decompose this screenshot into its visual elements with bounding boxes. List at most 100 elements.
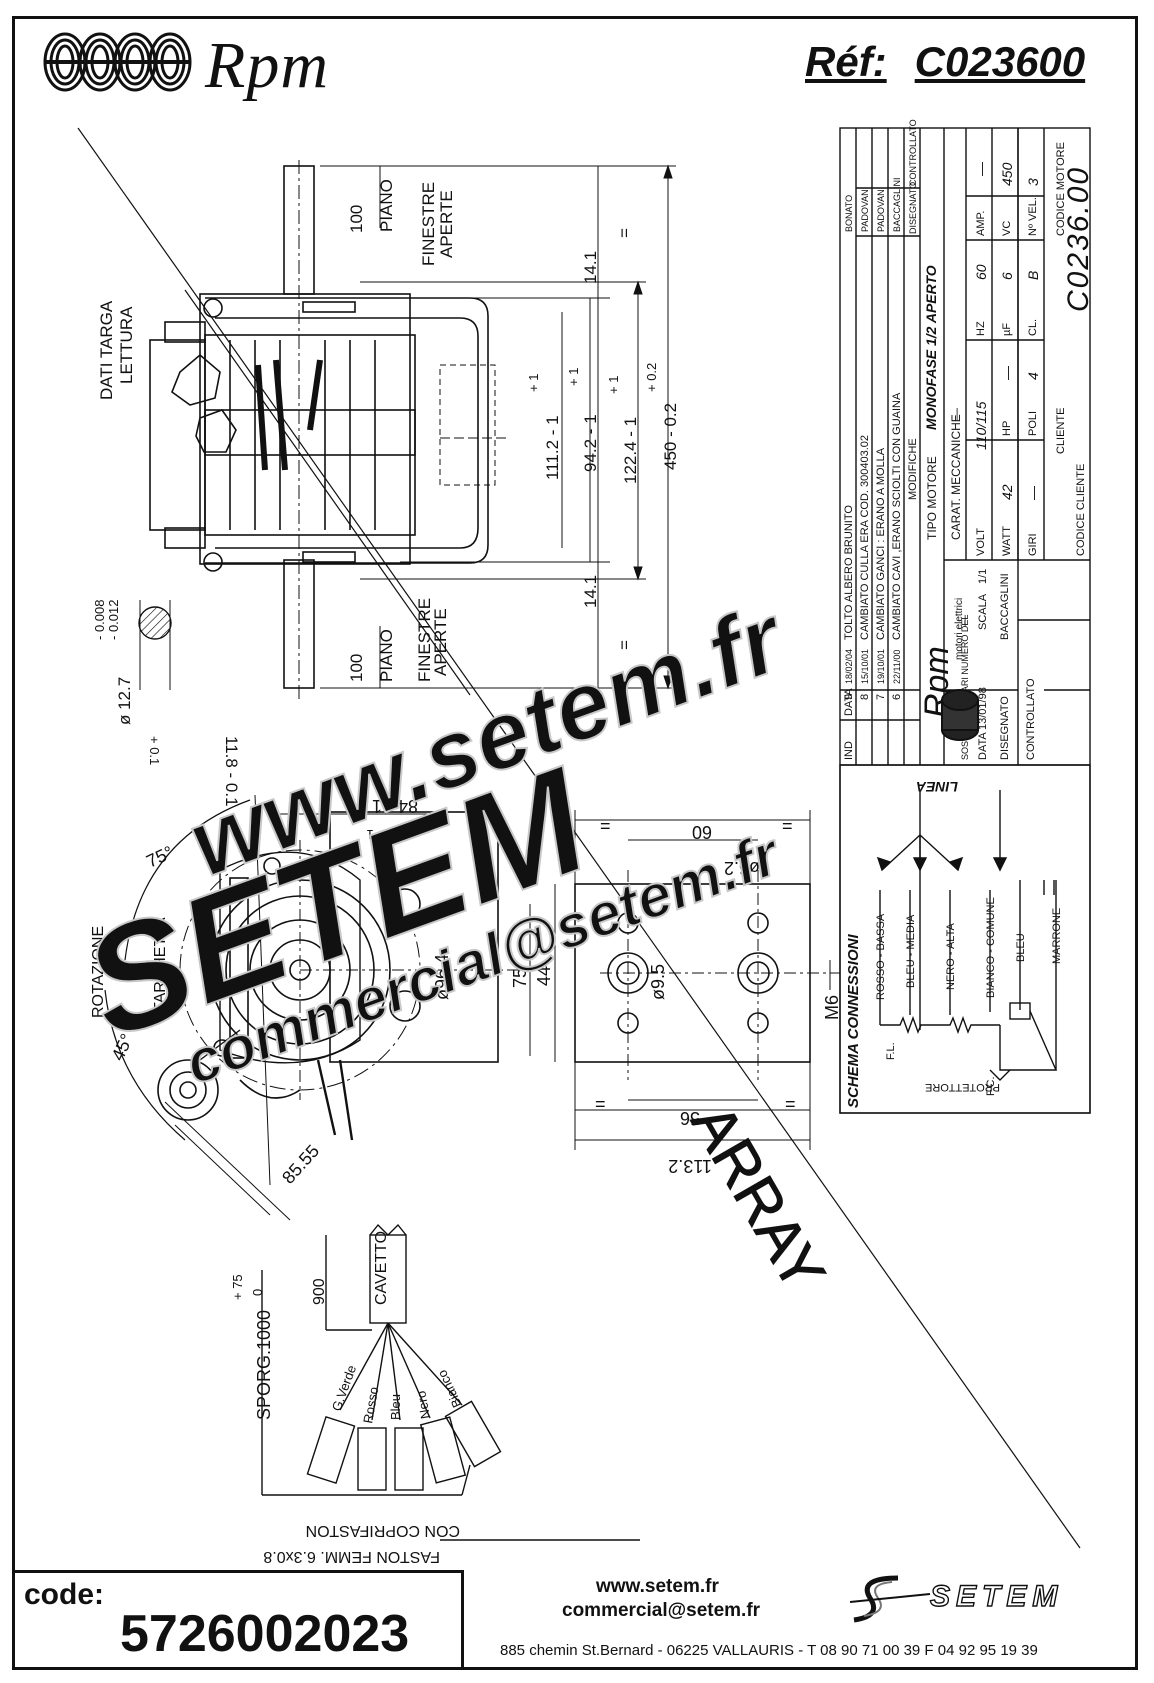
giri-value: — bbox=[1025, 486, 1041, 500]
label-finestre-top: FINESTRE bbox=[419, 182, 438, 266]
schema-wire-nero: NERO - ALTA bbox=[945, 923, 957, 990]
hp-label: HP bbox=[1001, 421, 1013, 436]
col-disegnato: DISEGNATO bbox=[908, 182, 918, 234]
reference: Réf:C023600 bbox=[805, 38, 1085, 86]
shaft-flat-tol: + 0.1 bbox=[147, 736, 162, 765]
rev-6-date: 22/11/00 bbox=[892, 650, 902, 684]
shaft-tol-2: - 0.012 bbox=[106, 600, 121, 640]
dim-94-2: 94.2 - 1 bbox=[581, 414, 600, 472]
setem-logo-word: SETEM bbox=[929, 1579, 1064, 1613]
dim-900: 900 bbox=[311, 1278, 328, 1305]
dim-84-tol: + 1 bbox=[367, 827, 385, 842]
diagonal-line-2 bbox=[184, 289, 471, 696]
schema-text: SCHEMA CONNESSIONI LINEA ROSSO - BASSA B… bbox=[845, 779, 1063, 1108]
eq-side-2: = bbox=[782, 816, 793, 836]
giri-label: GIRI bbox=[1027, 533, 1039, 556]
watt-value: 42 bbox=[999, 484, 1015, 500]
uf-value: 6 bbox=[999, 272, 1015, 280]
label-piano-bottom: PIANO bbox=[377, 629, 396, 682]
hz-label: HZ bbox=[975, 321, 987, 336]
wire-bleu: Bleu bbox=[388, 1394, 403, 1420]
hz-value: 60 bbox=[973, 264, 989, 280]
col-data: DATA bbox=[843, 688, 855, 716]
rev-9-ind: 9 bbox=[843, 694, 855, 700]
shaft-tol-1: - 0.008 bbox=[92, 600, 107, 640]
code-value: 5726002023 bbox=[120, 1605, 410, 1663]
label-aperte-top: APERTE bbox=[437, 190, 456, 258]
ref-label: Réf: bbox=[805, 38, 887, 85]
eq-top: = bbox=[615, 228, 634, 238]
schema-wire-bleu-media: BLEU - MEDIA bbox=[905, 914, 917, 988]
codice-cliente-label: CODICE CLIENTE bbox=[1075, 464, 1087, 556]
label-lettura: LETTURA bbox=[117, 306, 136, 384]
poli-value: 4 bbox=[1025, 372, 1041, 380]
dim-100-bottom: 100 bbox=[347, 654, 366, 682]
dim-sporg: SPORG.1000 bbox=[254, 1310, 274, 1420]
rev-6-by: BACCAGLINI bbox=[892, 177, 902, 232]
amp-value: — bbox=[973, 162, 989, 176]
schema-title: SCHEMA CONNESSIONI bbox=[845, 934, 862, 1108]
disegnato-value: BACCAGLINI bbox=[999, 573, 1011, 640]
poli-label: POLI bbox=[1027, 411, 1039, 436]
title-block-grid bbox=[839, 127, 1091, 1114]
dim-100-top: 100 bbox=[347, 205, 366, 233]
col-controllato: CONTROLLATO bbox=[908, 119, 918, 186]
codice-motore-label: CODICE MOTORE bbox=[1055, 142, 1067, 236]
angle-75: 75° bbox=[143, 842, 176, 872]
rev-9-date: 18/02/04 bbox=[844, 649, 854, 684]
dim-122-4-tol: + 1 bbox=[606, 376, 621, 394]
volt-label: VOLT bbox=[975, 528, 987, 556]
schema-grid bbox=[839, 764, 1091, 1114]
top-view-labels: 100 PIANO FINESTRE APERTE DATI TARGA LET… bbox=[92, 179, 680, 806]
code-label: code: bbox=[24, 1578, 105, 1611]
volt-value: 110/115 bbox=[973, 401, 989, 450]
dim-56: 56 bbox=[680, 1108, 700, 1128]
wire-rosso: Rosso bbox=[360, 1386, 381, 1425]
col-modifiche: MODIFICHE bbox=[907, 438, 919, 500]
data-label: DATA bbox=[977, 732, 989, 760]
carat-value: — bbox=[949, 408, 963, 420]
scala-label: SCALA bbox=[977, 593, 989, 630]
dim-75: 75 bbox=[510, 968, 530, 988]
label-finestre-bottom: FINESTRE bbox=[415, 598, 434, 682]
eq-bottom: = bbox=[615, 640, 634, 650]
cl-value: B bbox=[1025, 271, 1041, 280]
title-coil-logo bbox=[941, 689, 979, 741]
eq-side-4: = bbox=[785, 1094, 796, 1114]
rev-8-ind: 8 bbox=[859, 694, 871, 700]
schema-wire-marrone: MARRONE bbox=[1051, 908, 1063, 964]
schema-wire-rosso: ROSSO - BASSA bbox=[875, 913, 887, 1000]
shaft-section bbox=[138, 600, 172, 690]
sostituisce-label: SOSTITUISCE PARI NUMERO DEL bbox=[960, 615, 970, 760]
label-rotazione: ROTAZIONE bbox=[90, 926, 107, 1018]
tipo-motore-value: MONOFASE 1/2 APERTO bbox=[923, 265, 939, 430]
rev-7-by: PADOVANI bbox=[876, 187, 886, 232]
label-coprifaston: CON COPRIFASTON bbox=[306, 1522, 460, 1539]
email-link[interactable]: commercial@setem.fr bbox=[562, 1600, 761, 1621]
amp-label: AMP. bbox=[975, 211, 987, 236]
schema-wire-bianco: BIANCO - COMUNE bbox=[985, 897, 997, 998]
schema-wire-bleu: BLEU bbox=[1015, 933, 1027, 962]
dim-122-4: 122.4 - 1 bbox=[621, 417, 640, 484]
setem-logo bbox=[850, 1575, 931, 1623]
website-link[interactable]: www.setem.fr bbox=[596, 1576, 719, 1597]
top-view-dimensions bbox=[320, 164, 676, 690]
rev-8-by: PADOVANI bbox=[860, 187, 870, 232]
schema-fl: F.L. bbox=[885, 1042, 897, 1060]
controllato-label: CONTROLLATO bbox=[1025, 678, 1037, 760]
rev-9-by: BONATO bbox=[844, 195, 854, 232]
rpm-coil-logo bbox=[43, 32, 192, 92]
dim-113-2: 113.2 bbox=[668, 1156, 712, 1176]
vc-label: VC bbox=[1001, 221, 1013, 236]
side-view-dimensions bbox=[574, 810, 831, 1150]
dim-94-2-tol: + 1 bbox=[566, 368, 581, 386]
dim-111-2-tol: + 1 bbox=[526, 374, 541, 392]
brand-name: Rpm bbox=[205, 29, 329, 102]
vel-value: 3 bbox=[1025, 178, 1041, 186]
watt-label: WATT bbox=[1001, 526, 1013, 556]
dim-14-1-top: 14.1 bbox=[581, 251, 600, 284]
address-line: 885 chemin St.Bernard - 06225 VALLAURIS … bbox=[500, 1642, 1038, 1659]
codice-motore-value: C0236.00 bbox=[1062, 166, 1095, 312]
label-cavetto: CAVETTO bbox=[373, 1231, 390, 1305]
